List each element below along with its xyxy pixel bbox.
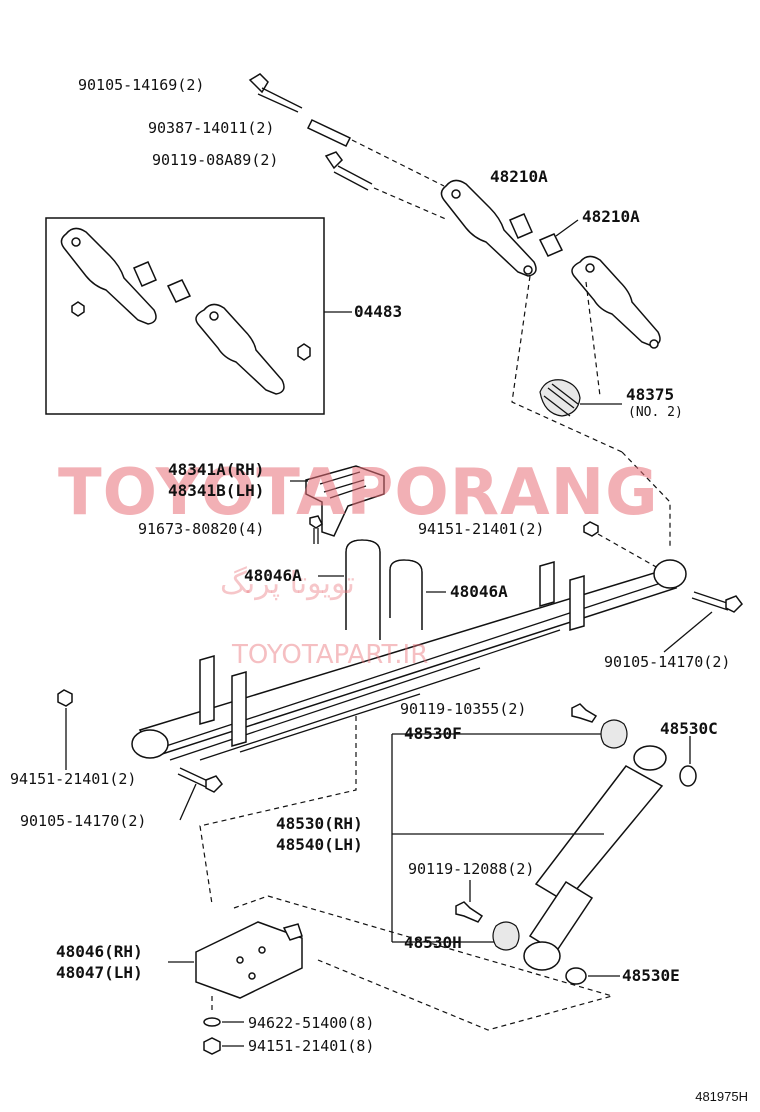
label-48046A-left: 48046A: [244, 566, 302, 585]
bolt-91673-80820: [309, 515, 323, 544]
label-48341B: 48341B(LH): [168, 481, 265, 500]
cushion-48530H: [492, 921, 520, 951]
spring-seat-48341: [305, 465, 385, 537]
figure-id: 481975H: [695, 1089, 748, 1104]
label-48341A: 48341A(RH): [168, 460, 265, 479]
label-48540-lh: 48540(LH): [276, 835, 363, 854]
watermark-site: TOYOTAPART.IR: [232, 640, 429, 670]
bolt-90105-14169: [248, 73, 303, 113]
label-90119-12088: 90119-12088(2): [408, 860, 535, 878]
dash-shackle-right: [585, 281, 601, 397]
bolt-90105-14170-right: [691, 591, 743, 613]
label-90105-14170-right: 90105-14170(2): [604, 653, 731, 671]
leader-48210A-2: [555, 219, 579, 237]
pin-90387-14011: [306, 119, 352, 147]
label-91673-80820: 91673-80820(4): [138, 520, 265, 538]
dash-bolt-to-shackle: [351, 139, 445, 187]
label-48530F: 48530F: [404, 724, 462, 743]
kit-bushing-2: [166, 279, 192, 303]
label-90119-08A89: 90119-08A89(2): [152, 151, 279, 169]
bushing-48210A-2: [538, 233, 564, 257]
label-48210A-2: 48210A: [582, 207, 640, 226]
label-04483: 04483: [354, 302, 403, 321]
washer-94622: [203, 1017, 221, 1027]
label-48530C: 48530C: [660, 719, 718, 738]
kit-shackle-outer: [60, 227, 157, 325]
label-90387-14011: 90387-14011(2): [148, 119, 275, 137]
spring-plate-48046: [195, 921, 303, 999]
kit-bushing-1: [133, 261, 157, 287]
label-48046A-right: 48046A: [450, 582, 508, 601]
kit-shackle-inner: [195, 303, 285, 395]
label-48047-lh: 48047(LH): [56, 963, 143, 982]
label-48046-rh: 48046(RH): [56, 942, 143, 961]
label-94622-51400: 94622-51400(8): [248, 1014, 375, 1032]
u-bolt-48046A-right: [389, 559, 423, 630]
label-94151-21401-top: 94151-21401(2): [418, 520, 545, 538]
bolt-90119-08A89: [324, 151, 373, 191]
label-90119-10355: 90119-10355(2): [400, 700, 527, 718]
label-90105-14169: 90105-14169(2): [78, 76, 205, 94]
nut-94151-bottom: [203, 1037, 221, 1055]
shackle-48210A-outer: [440, 179, 537, 277]
kit-nut-2: [297, 343, 311, 361]
kit-nut-1: [71, 301, 85, 317]
u-bolt-48046A-left: [345, 539, 381, 640]
bolt-90119-12088: [455, 901, 484, 923]
leaf-spring: [131, 559, 687, 761]
washer-48530C: [679, 765, 697, 787]
washer-48530E: [565, 967, 587, 985]
label-90105-14170-left: 90105-14170(2): [20, 812, 147, 830]
label-48530-rh: 48530(RH): [276, 814, 363, 833]
watermark-main: TOYOTAPORANG: [58, 456, 659, 530]
leader-90105-14170-left: [179, 783, 197, 821]
bushing-48210A-1: [509, 213, 533, 239]
leader-90105-14170-right: [663, 611, 713, 653]
dash-spring-to-plate: [199, 716, 357, 905]
kit-box-04483: [45, 217, 325, 415]
label-94151-21401-bottom: 94151-21401(8): [248, 1037, 375, 1055]
nut-94151-top: [583, 521, 599, 537]
dash-shackle-left: [511, 275, 623, 453]
watermark-persian: تویوتا پرنگ: [220, 566, 355, 601]
bolt-90119-10355: [571, 703, 598, 723]
dash-bolt2-to-shackle: [373, 187, 449, 221]
shock-absorber-48530: [523, 745, 667, 971]
label-48375: 48375: [626, 385, 675, 404]
shackle-48210A-inner: [571, 255, 661, 349]
label-94151-21401-left: 94151-21401(2): [10, 770, 137, 788]
dash-nut-to-eye: [597, 533, 659, 569]
label-48530H: 48530H: [404, 933, 462, 952]
dash-to-eye: [621, 451, 671, 548]
label-48210A-1: 48210A: [490, 167, 548, 186]
nut-94151-left: [57, 689, 73, 707]
label-48530E: 48530E: [622, 966, 680, 985]
cushion-48530F: [600, 719, 628, 749]
label-48375-sub: (NO. 2): [628, 405, 683, 420]
bolt-90105-14170-left: [177, 767, 223, 793]
bump-stop-48375: [539, 379, 581, 417]
